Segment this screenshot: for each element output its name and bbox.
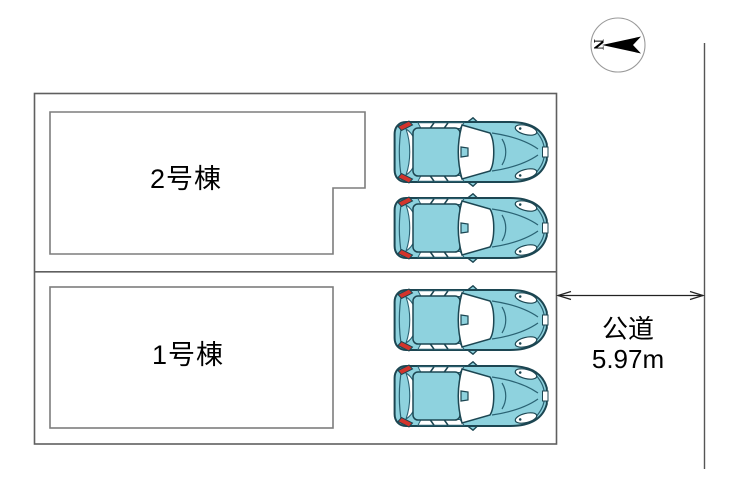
compass-circle-icon [590,17,646,73]
car-1 [393,117,549,187]
north-arrow-icon [602,36,641,54]
building-1-outline [49,286,334,429]
north-compass [590,17,646,73]
road-name: 公道 [601,314,654,344]
building-1-label: 1号棟 [151,340,225,370]
road-label: 公道 5.97m [553,314,703,374]
building-2-outline [49,111,366,255]
road-width-arrow [555,290,706,301]
north-letter: N [589,39,606,50]
building-2-label: 2号棟 [149,164,223,194]
car-4 [393,361,549,431]
car-2 [393,193,549,263]
road-width-value: 5.97m [591,344,665,374]
car-3 [393,285,549,355]
